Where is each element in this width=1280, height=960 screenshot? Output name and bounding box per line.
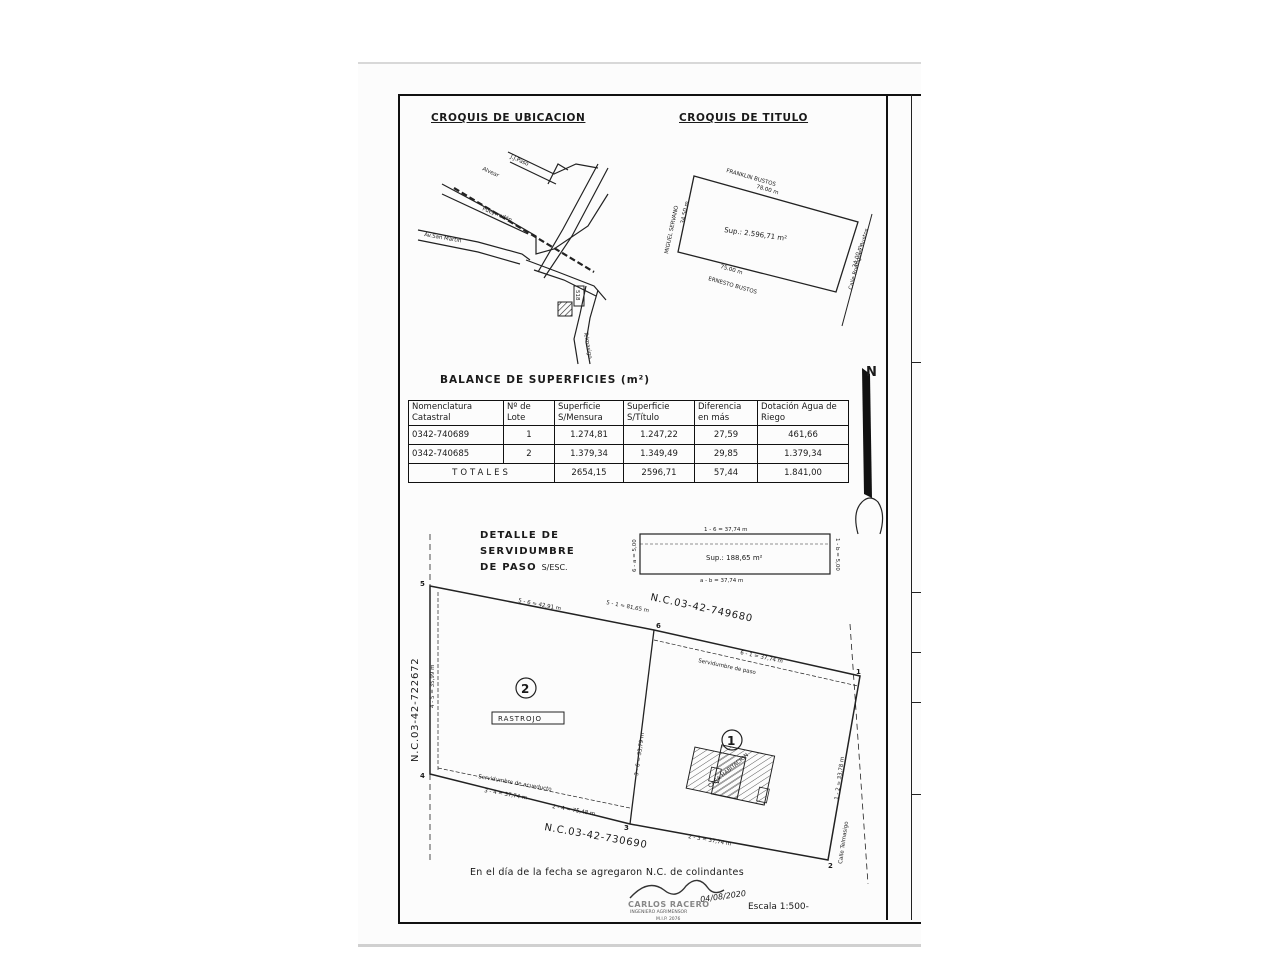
dim-1-2: 1 - 2 = 33,78 m xyxy=(834,756,846,800)
street-alvear: Alvear xyxy=(481,166,500,179)
balance-table: Nomenclatura Catastral Nº de Lote Superf… xyxy=(408,400,849,483)
table-row: 0342-740689 1 1.274,81 1.247,22 27,59 46… xyxy=(408,425,849,445)
col-dotacion: Dotación Agua de Riego xyxy=(757,400,849,426)
nc-bottom: N.C.03-42-730690 xyxy=(543,822,648,851)
lot-1-number: 1 xyxy=(727,734,735,748)
title-parcel xyxy=(677,175,859,293)
street-telmasigo: Telmasigo xyxy=(582,330,593,360)
dim-6-1: 6 - 1 = 37,74 m xyxy=(740,650,784,665)
signature-scrawl xyxy=(629,879,725,899)
point-6: 6 xyxy=(656,622,661,630)
location-number: 518 xyxy=(574,290,580,301)
detalle-sub: S/ESC. xyxy=(541,563,568,572)
detalle-left-dim: 6 - a = 5,00 xyxy=(632,539,638,572)
title-miguel-len: 34.50 m xyxy=(680,201,691,225)
detalle-title: DETALLE DE SERVIDUMBRE DE PASO S/ESC. xyxy=(480,528,575,576)
point-5: 5 xyxy=(420,580,425,588)
cell: 1.841,00 xyxy=(757,463,849,483)
titulo-title: CROQUIS DE TITULO xyxy=(679,112,809,124)
signature-license: M.I.P. 2076 xyxy=(656,917,681,922)
dim-5-6: 5 - 6 = 42,91 m xyxy=(518,598,562,612)
note-colindantes: En el día de la fecha se agregaron N.C. … xyxy=(470,867,744,878)
balance-title: BALANCE DE SUPERFICIES (m²) xyxy=(440,374,651,386)
detalle-sup: Sup.: 188,65 m² xyxy=(706,554,763,562)
serv-paso-label: Servidumbre de paso xyxy=(698,658,757,676)
calle-telmasigo-label: Calle Telmasigo xyxy=(838,821,850,865)
dim-2-3: 2 - 3 = 37,74 m xyxy=(688,834,732,847)
ubicacion-title: CROQUIS DE UBICACION xyxy=(431,112,586,124)
cell: 2654,15 xyxy=(554,463,624,483)
easement-detail-rect xyxy=(639,533,831,575)
title-ernesto: ERNESTO BUSTOS xyxy=(707,276,757,296)
detalle-line3: DE PASO xyxy=(480,562,537,573)
survey-plan xyxy=(429,534,869,885)
nc-top: N.C.03-42-749680 xyxy=(649,592,753,624)
nc-left: N.C.03-42-722672 xyxy=(410,658,421,762)
dim-4-5: 4 - 5 = 35,99 m xyxy=(430,665,436,708)
drawings-svg: J.J.Paso Alvear Pueyrredón Av.San Martín… xyxy=(410,151,884,899)
balance-header-row: Nomenclatura Catastral Nº de Lote Superf… xyxy=(408,400,849,426)
lot-2-number: 2 xyxy=(521,682,529,696)
detalle-line1: DETALLE DE xyxy=(480,530,560,541)
col-titulo: Superficie S/Título xyxy=(623,400,695,426)
point-3: 3 xyxy=(624,824,629,832)
north-label: N xyxy=(866,365,877,380)
rastrojo-label: RASTROJO xyxy=(498,715,542,723)
point-2: 2 xyxy=(828,862,833,870)
adjacent-sheet-edge xyxy=(911,94,921,920)
col-nomenclatura: Nomenclatura Catastral xyxy=(408,400,504,426)
dim-2-4: 2 - 4 = 75,48 m xyxy=(552,804,596,817)
title-franklin: FRANKLIN BUSTOS xyxy=(725,168,776,188)
detalle-top-dim: 1 - 6 = 37,74 m xyxy=(704,527,747,533)
scanned-plan-sheet: CROQUIS DE UBICACION CROQUIS DE TITULO B… xyxy=(358,62,921,947)
title-street-line xyxy=(841,213,873,327)
dim-5-1: 5 - 1 = 81,65 m xyxy=(606,600,650,614)
col-mensura: Superficie S/Mensura xyxy=(554,400,624,426)
north-arrow xyxy=(855,368,884,535)
cell: 2596,71 xyxy=(623,463,695,483)
frame-right-rule xyxy=(886,94,888,920)
totals-label: TOTALES xyxy=(408,463,555,483)
detalle-line2: SERVIDUMBRE xyxy=(480,546,575,557)
plan-frame xyxy=(398,94,921,924)
scale-label: Escala 1:500- xyxy=(748,902,809,912)
signature-title: INGENIERO AGRIMENSOR xyxy=(630,910,688,915)
detalle-bottom-dim: a - b = 37,74 m xyxy=(700,578,743,584)
point-1: 1 xyxy=(856,668,861,676)
signature-name: CARLOS RACERO xyxy=(628,900,710,909)
totals-row: TOTALES 2654,15 2596,71 57,44 1.841,00 xyxy=(408,463,849,483)
title-calle-len: 34.00 m xyxy=(852,245,864,269)
location-sketch xyxy=(417,151,609,365)
table-row: 0342-740685 2 1.379,34 1.349,49 29,85 1.… xyxy=(408,444,849,464)
title-sup: Sup.: 2.596,71 m² xyxy=(724,226,788,243)
point-4: 4 xyxy=(420,772,425,780)
dim-3-4: 3 - 4 = 37,74 m xyxy=(484,788,528,801)
detalle-right-dim: 1 - b = 5,00 xyxy=(834,538,840,571)
title-miguel: MIGUEL SERVANO xyxy=(664,205,680,255)
dim-3-6: 3 - 6 = 33,79 m xyxy=(634,732,646,776)
